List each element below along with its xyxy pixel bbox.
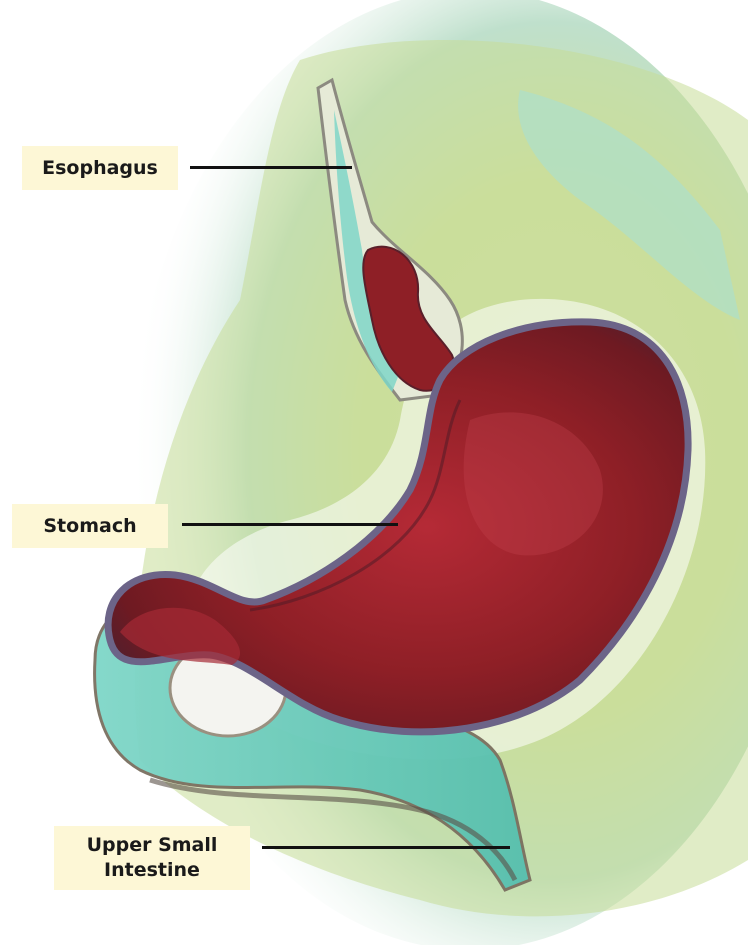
- esophagus-label: Esophagus: [22, 146, 178, 190]
- upper-small-intestine-label-line1: Upper Small: [87, 833, 218, 858]
- stomach-leader-line: [182, 523, 398, 526]
- upper-small-intestine-label: Upper Small Intestine: [54, 826, 250, 890]
- stomach-label-text: Stomach: [43, 514, 136, 539]
- stomach-label: Stomach: [12, 504, 168, 548]
- esophagus-leader-line: [190, 166, 352, 169]
- esophagus-label-text: Esophagus: [42, 156, 158, 181]
- upper-small-intestine-leader-line: [262, 846, 510, 849]
- upper-small-intestine-label-line2: Intestine: [104, 858, 200, 883]
